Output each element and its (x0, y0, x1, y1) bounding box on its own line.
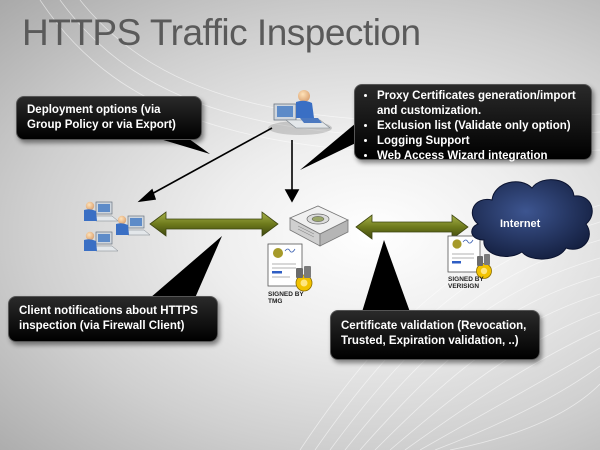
client-computer-2 (116, 215, 151, 236)
feature-item: Proxy Certificates generation/import and… (377, 89, 583, 119)
config-arrows (137, 127, 300, 203)
tmg-certificate-icon (267, 243, 313, 292)
client-computer-3 (84, 231, 119, 252)
deployment-callout-text: Deployment options (via Group Policy or … (27, 104, 176, 131)
certificate-validation-callout: Certificate validation (Revocation, Trus… (330, 310, 540, 360)
tmg-certificate-label: SIGNED BY TMG (268, 291, 304, 305)
verisign-certificate-icon (447, 235, 492, 279)
deployment-callout-pointer (150, 136, 210, 154)
internet-cloud-icon (471, 179, 593, 260)
client-notifications-callout: Client notifications about HTTPS inspect… (8, 296, 218, 342)
internet-label: Internet (500, 218, 541, 230)
green-arrow-right (355, 214, 469, 240)
verisign-certificate-label: SIGNED BY VERISIGN (448, 276, 484, 290)
slide-title: HTTPS Traffic Inspection (22, 12, 421, 53)
feature-item: Logging Support (377, 134, 583, 149)
green-arrow-left (149, 211, 279, 237)
certificate-validation-text: Certificate validation (Revocation, Trus… (341, 320, 527, 347)
feature-item: Web Access Wizard integration (377, 149, 583, 164)
admin-workstation-icon (268, 90, 332, 135)
client-computer-1 (84, 201, 119, 222)
features-list: Proxy Certificates generation/import and… (363, 89, 583, 164)
client-callout-pointer (150, 236, 222, 298)
feature-item: Exclusion list (Validate only option) (377, 119, 583, 134)
deployment-callout: Deployment options (via Group Policy or … (16, 96, 202, 140)
cert-callout-pointer (362, 240, 410, 312)
tmg-server-icon (289, 205, 349, 247)
client-notifications-text: Client notifications about HTTPS inspect… (19, 305, 198, 332)
features-callout-pointer (300, 118, 362, 170)
features-callout: Proxy Certificates generation/import and… (354, 84, 592, 162)
